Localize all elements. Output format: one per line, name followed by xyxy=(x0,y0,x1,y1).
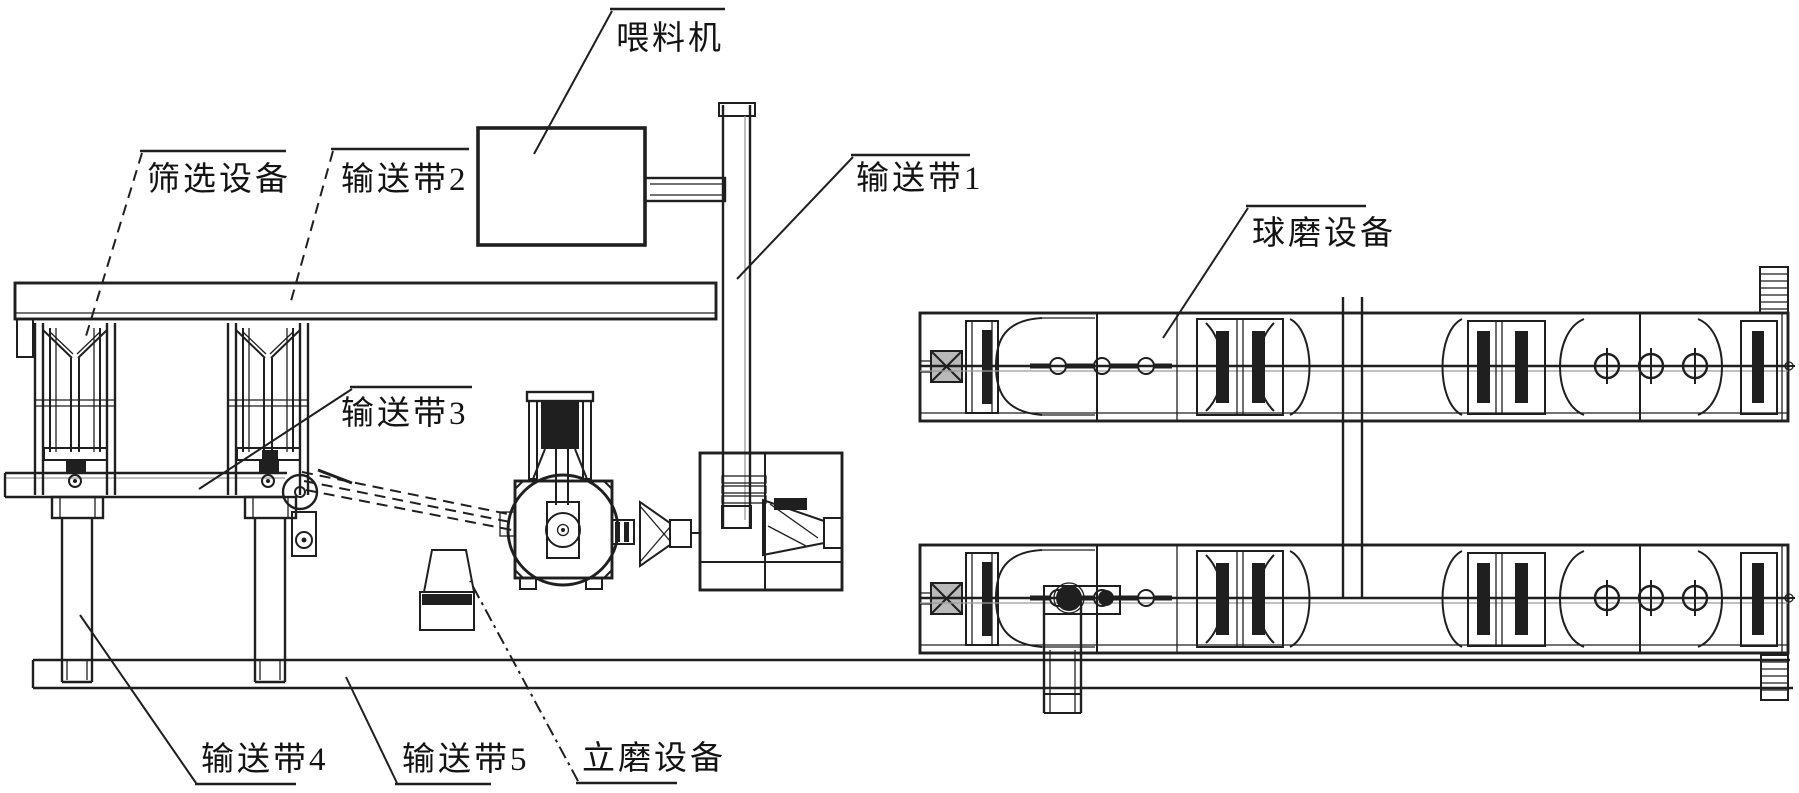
bottom-beam-conveyor-5 xyxy=(31,658,1793,690)
mill-bottom-gear-block xyxy=(1760,654,1789,701)
incline-support-stand xyxy=(419,549,476,631)
label-text-vertical-mill: 立磨设备 xyxy=(582,740,726,777)
label-text-screening-equipment: 筛选设备 xyxy=(147,161,291,198)
leader-conveyor-1 xyxy=(736,156,854,280)
leader-vertical-mill xyxy=(469,580,579,782)
overhead-beam-conveyor-2 xyxy=(13,281,718,358)
leader-conveyor-5 xyxy=(345,676,398,784)
label-text-conveyor-5: 输送带5 xyxy=(402,741,530,778)
feeder-connector xyxy=(643,176,727,203)
screening-hopper-2 xyxy=(226,321,310,684)
mill-frame-posts xyxy=(1341,297,1364,597)
mill-top-gear-block xyxy=(1759,266,1789,314)
label-conveyor-4: 输送带4 xyxy=(79,614,329,786)
leader-conveyor-2 xyxy=(290,150,334,302)
mill-outlet-cone xyxy=(639,500,700,568)
label-feeder: 喂料机 xyxy=(533,7,725,155)
screening-hopper-1 xyxy=(33,321,117,684)
label-conveyor-5: 输送带5 xyxy=(345,676,530,786)
mill-support-column xyxy=(1042,598,1083,714)
label-text-conveyor-1: 输送带1 xyxy=(856,160,984,197)
label-ball-mill: 球磨设备 xyxy=(1162,204,1396,339)
label-text-conveyor-2: 输送带2 xyxy=(341,161,469,198)
ball-mill-top xyxy=(920,313,1795,421)
vertical-mill-unit xyxy=(499,390,635,590)
leader-conveyor-3 xyxy=(198,388,353,490)
label-conveyor-2: 输送带2 xyxy=(290,147,469,302)
label-text-ball-mill: 球磨设备 xyxy=(1252,215,1396,252)
leader-feeder xyxy=(533,10,613,155)
leader-ball-mill xyxy=(1162,207,1249,339)
label-vertical-mill: 立磨设备 xyxy=(469,580,726,785)
discharge-shelf xyxy=(3,471,287,499)
ball-mill-bottom xyxy=(920,545,1795,653)
leader-screening-equipment xyxy=(85,152,143,337)
conveyor-3-incline xyxy=(262,450,513,557)
conveyor-1-column xyxy=(718,102,756,529)
label-text-conveyor-4: 输送带4 xyxy=(201,741,329,778)
label-screening-equipment: 筛选设备 xyxy=(85,149,291,337)
transfer-box xyxy=(698,451,844,592)
label-text-conveyor-3: 输送带3 xyxy=(341,395,469,432)
label-conveyor-1: 输送带1 xyxy=(736,153,984,280)
leader-conveyor-4 xyxy=(79,614,197,784)
feeder-box xyxy=(476,126,647,247)
label-text-feeder: 喂料机 xyxy=(616,20,724,57)
label-conveyor-3: 输送带3 xyxy=(198,385,472,490)
